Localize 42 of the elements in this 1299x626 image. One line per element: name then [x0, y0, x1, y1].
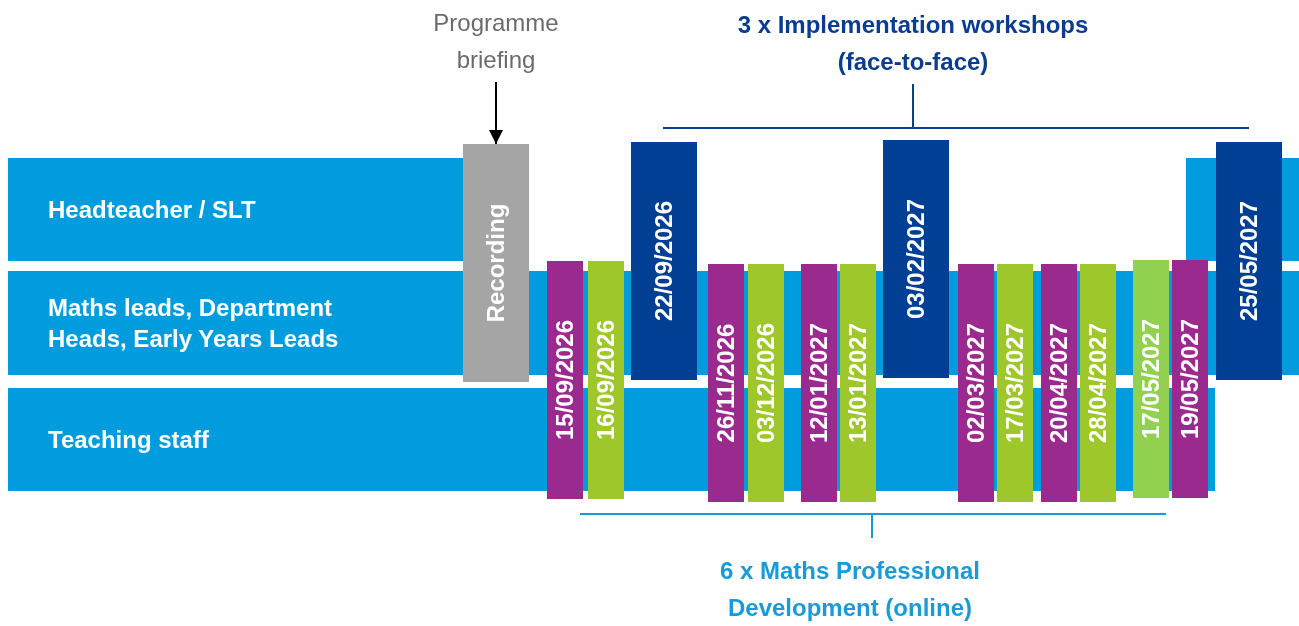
date-label: 13/01/2027 [844, 322, 872, 444]
date-label: 25/05/2027 [1235, 200, 1263, 322]
session-bar [958, 264, 994, 502]
row-band [8, 388, 463, 491]
session-bar [801, 264, 837, 502]
date-label: 17/05/2027 [1137, 318, 1165, 440]
date-label: 17/03/2027 [1001, 322, 1029, 444]
date-label: 26/11/2026 [712, 323, 740, 443]
session-bar [748, 264, 784, 502]
date-label: 02/03/2027 [962, 322, 990, 444]
row-label: Teaching staff [48, 424, 209, 455]
bracket-label: 3 x Implementation workshops (face-to-face) [736, 10, 1090, 77]
arrow [489, 81, 503, 145]
date-label: 03/02/2027 [902, 198, 930, 320]
row-label: Headteacher / SLT [48, 194, 256, 225]
row-band [8, 158, 463, 261]
date-label: 20/04/2027 [1045, 322, 1073, 444]
date-label: 03/12/2026 [752, 322, 780, 444]
date-label: Recording [482, 203, 510, 323]
session-bar [840, 264, 876, 502]
session-bar [883, 140, 949, 378]
session-bar [1133, 260, 1169, 498]
date-label: 16/09/2026 [592, 319, 620, 441]
row-label: Maths leads, Department Heads, Early Years Leads [48, 292, 340, 354]
session-bar [1041, 264, 1077, 502]
session-bar [1080, 264, 1116, 502]
session-bar [1216, 142, 1282, 380]
session-bar [997, 264, 1033, 502]
bracket-label: 6 x Maths Professional Development (online) [718, 556, 982, 623]
session-bar [631, 142, 697, 380]
annotation-text: Programme briefing [396, 4, 596, 80]
session-bar [588, 261, 624, 499]
date-label: 28/04/2027 [1084, 322, 1112, 444]
session-bar [547, 261, 583, 499]
session-bar [463, 144, 529, 382]
date-label: 12/01/2027 [805, 322, 833, 444]
session-bar [1172, 260, 1208, 498]
date-label: 19/05/2027 [1176, 318, 1204, 440]
session-bar [708, 264, 744, 502]
row-band [8, 271, 463, 375]
date-label: 15/09/2026 [551, 319, 579, 441]
date-label: 22/09/2026 [650, 200, 678, 322]
